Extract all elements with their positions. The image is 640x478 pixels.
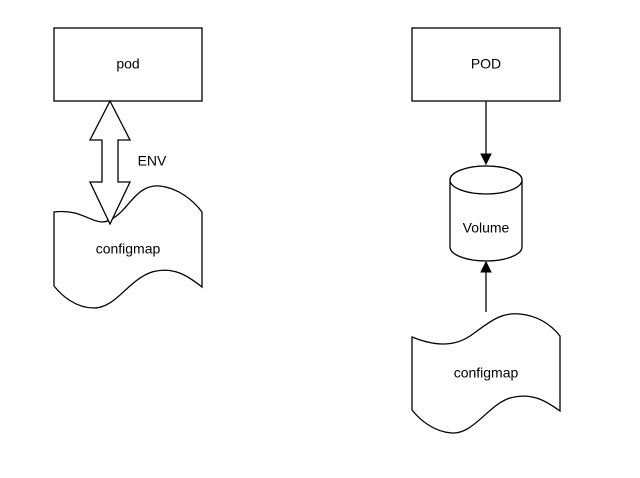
right-pod-label: POD xyxy=(471,56,501,72)
right-pod-node[interactable]: POD xyxy=(411,27,561,102)
left-configmap-label: configmap xyxy=(96,241,161,257)
left-pod-box xyxy=(53,27,203,102)
left-configmap-node[interactable]: configmap xyxy=(53,185,203,309)
right-configmap-node[interactable]: configmap xyxy=(411,313,561,434)
right-pod-box xyxy=(411,27,561,102)
left-diagram: pod configmap ENV xyxy=(53,27,203,309)
right-configmap-shape xyxy=(411,313,561,434)
configmap-to-volume-arrowhead xyxy=(480,260,492,273)
right-configmap-label: configmap xyxy=(454,365,519,381)
env-double-arrow[interactable] xyxy=(88,99,132,226)
volume-node[interactable]: Volume xyxy=(449,165,523,262)
volume-label: Volume xyxy=(463,220,510,236)
left-pod-node[interactable]: pod xyxy=(53,27,203,102)
pod-to-volume-arrow[interactable] xyxy=(480,101,492,166)
right-diagram: POD Volume configmap xyxy=(411,27,561,434)
pod-to-volume-arrowhead xyxy=(480,153,492,166)
configmap-to-volume-arrow[interactable] xyxy=(480,260,492,312)
volume-cylinder-top xyxy=(449,165,523,195)
left-pod-label: pod xyxy=(116,56,139,72)
env-label: ENV xyxy=(138,153,167,169)
env-double-arrow-shape xyxy=(88,99,132,226)
